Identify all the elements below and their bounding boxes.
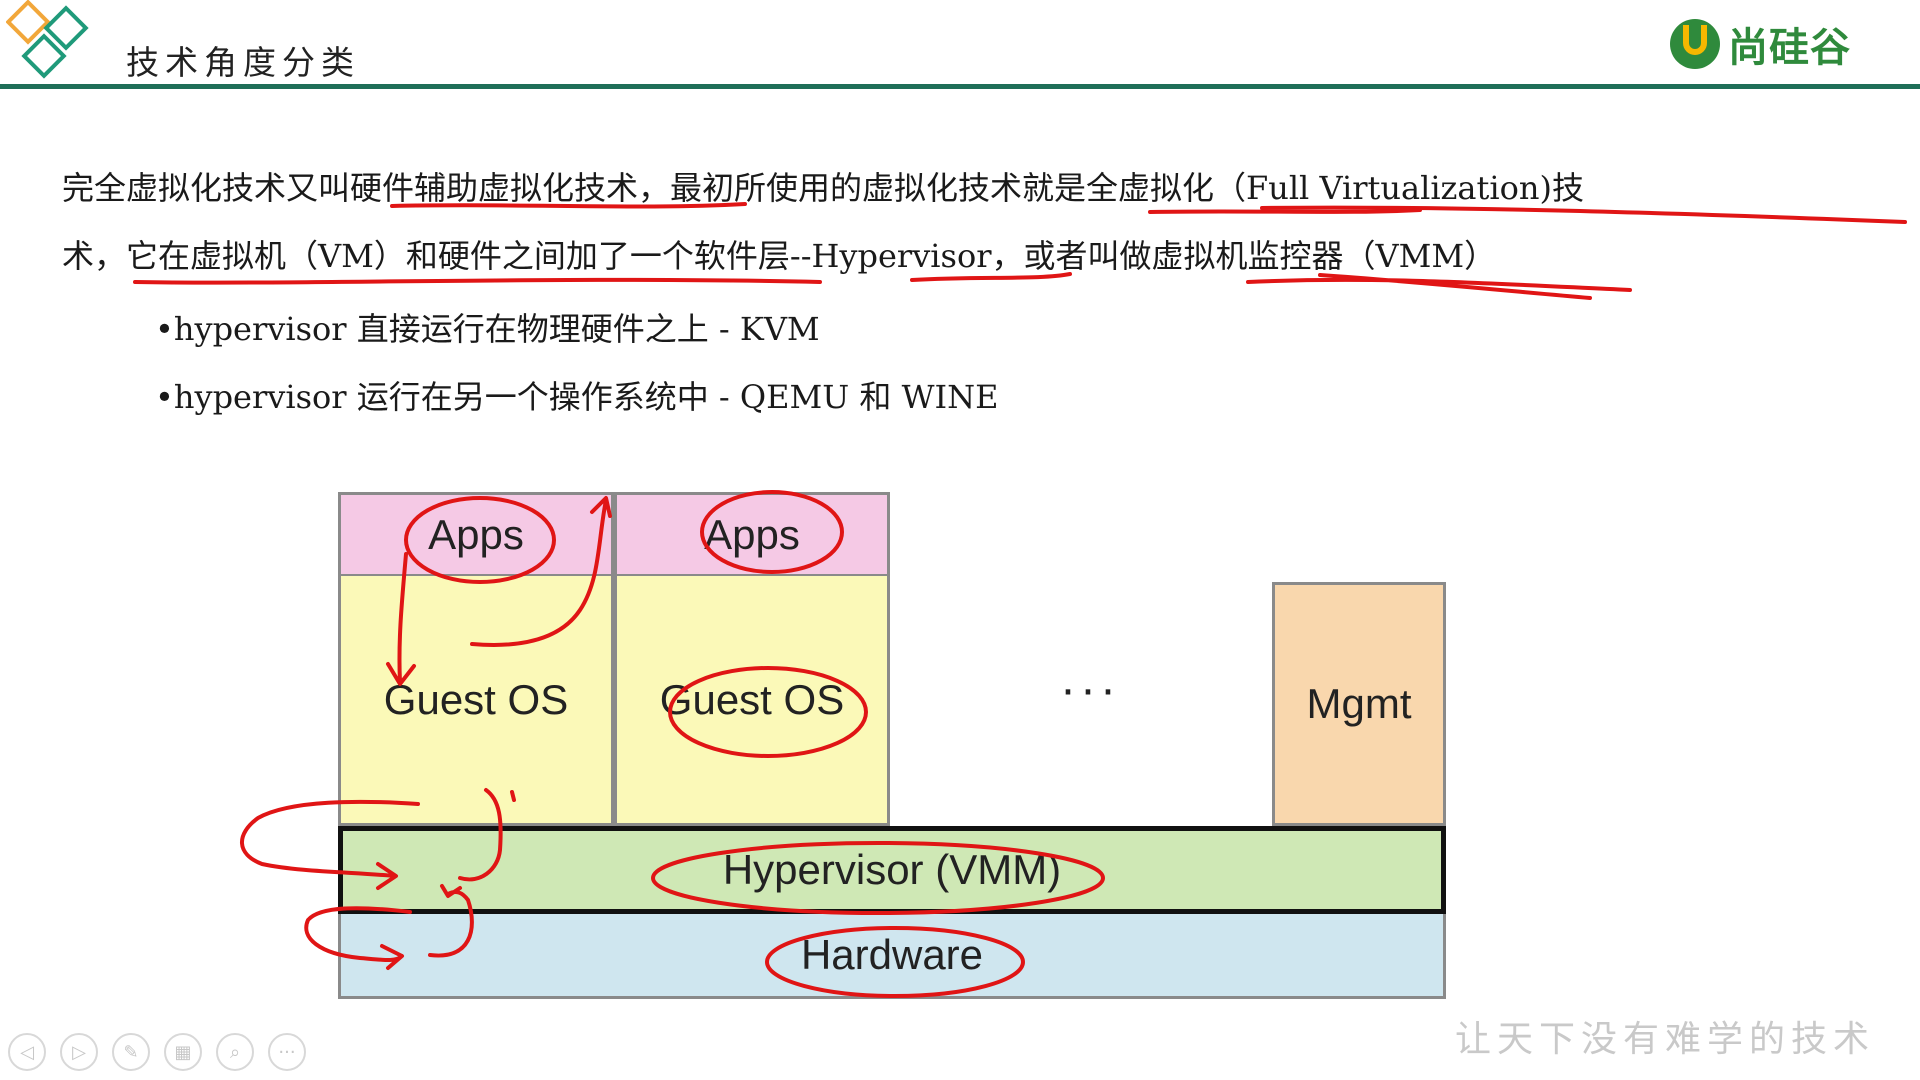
- guest-os-box-1: Guest OS: [338, 574, 614, 826]
- slide-header: 技术角度分类 尚硅谷: [0, 0, 1920, 90]
- slides-icon[interactable]: ▦: [164, 1033, 202, 1071]
- brand-u-icon: [1670, 19, 1720, 69]
- more-icon[interactable]: ···: [268, 1033, 306, 1071]
- hypervisor-box: Hypervisor (VMM): [338, 826, 1446, 914]
- next-icon[interactable]: ▷: [60, 1033, 98, 1071]
- underline-vm: [133, 277, 822, 285]
- brand-name: 尚硅谷: [1728, 25, 1851, 71]
- virtualization-diagram: Apps Apps Guest OS Guest OS ··· Mgmt Hyp…: [338, 492, 1446, 1007]
- bullet-kvm: •hypervisor 直接运行在物理硬件之上 - KVM: [155, 310, 820, 348]
- page-title: 技术角度分类: [126, 43, 360, 82]
- underline-full-virtualization: [1260, 205, 1907, 224]
- underline-vmm: [1246, 273, 1632, 300]
- apps-box-2: Apps: [614, 492, 890, 574]
- pen-icon[interactable]: ✎: [112, 1033, 150, 1071]
- ellipsis: ···: [1060, 663, 1120, 716]
- header-divider: [0, 84, 1920, 89]
- paragraph-line-1: 完全虚拟化技术又叫硬件辅助虚拟化技术，最初所使用的虚拟化技术就是全虚拟化（Ful…: [62, 169, 1584, 207]
- mgmt-box: Mgmt: [1272, 582, 1446, 826]
- paragraph-line-2: 术，它在虚拟机（VM）和硬件之间加了一个软件层--Hypervisor，或者叫做…: [62, 237, 1497, 275]
- watermark-slogan: 让天下没有难学的技术: [1455, 1019, 1876, 1060]
- slide-controls: ◁ ▷ ✎ ▦ ⌕ ···: [8, 1033, 306, 1071]
- bullet-qemu: •hypervisor 运行在另一个操作系统中 - QEMU 和 WINE: [155, 378, 999, 416]
- prev-icon[interactable]: ◁: [8, 1033, 46, 1071]
- hardware-box: Hardware: [338, 914, 1446, 999]
- diamond-logo-icon: [6, 0, 89, 79]
- zoom-icon[interactable]: ⌕: [216, 1033, 254, 1071]
- guest-os-box-2: Guest OS: [614, 574, 890, 826]
- apps-box-1: Apps: [338, 492, 614, 574]
- brand-logo: 尚硅谷: [1670, 14, 1851, 74]
